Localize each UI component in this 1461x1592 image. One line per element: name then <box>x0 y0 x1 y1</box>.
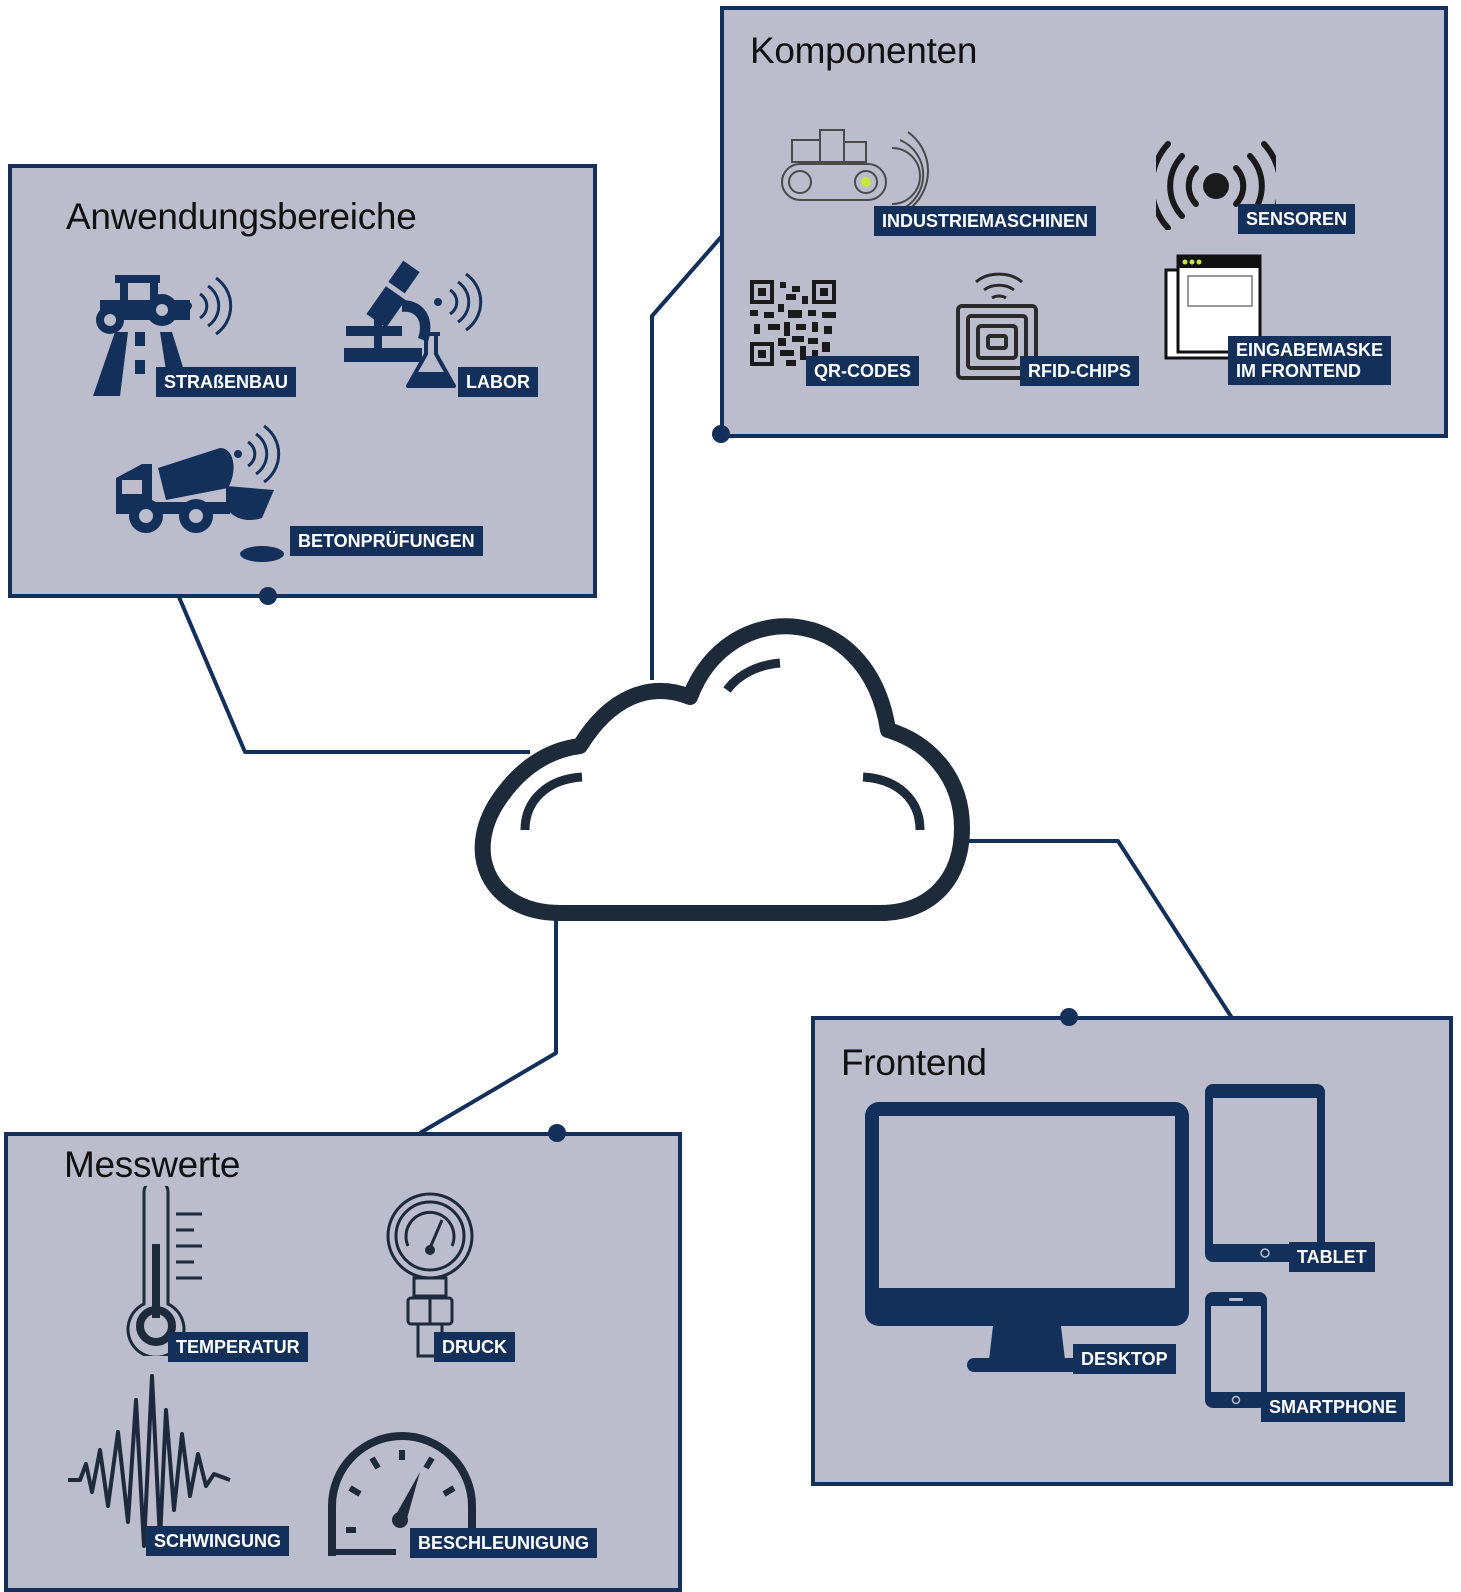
label-druck: DRUCK <box>434 1332 515 1362</box>
label-tablet: TABLET <box>1289 1242 1375 1272</box>
vibration-wave-icon <box>68 1374 231 1548</box>
panel-messwerte: Messwerte TEMPERATUR DRUCK SCHWINGUNG <box>4 1132 682 1592</box>
connector-dot <box>548 1124 566 1142</box>
concrete-mixer-icon <box>116 424 284 562</box>
speedometer-icon <box>328 1432 476 1556</box>
desktop-monitor-icon <box>865 1102 1189 1372</box>
label-eingabemaske-line2: IM FRONTEND <box>1236 361 1361 381</box>
connector-dot <box>712 425 730 443</box>
label-eingabemaske-line1: EINGABEMASKE <box>1236 340 1384 360</box>
label-beschleunigung: BESCHLEUNIGUNG <box>410 1528 598 1558</box>
thermometer-icon <box>126 1186 202 1356</box>
connector-komponenten <box>650 234 724 680</box>
label-strassenbau: STRAßENBAU <box>156 367 296 397</box>
smartphone-icon <box>1205 1292 1267 1408</box>
label-schwingung: SCHWINGUNG <box>146 1526 289 1556</box>
label-temperatur: TEMPERATUR <box>168 1332 308 1362</box>
panel-title: Messwerte <box>64 1144 241 1185</box>
panel-komponenten: Komponenten INDUSTRIEMASCHINEN SENSOREN <box>720 6 1448 438</box>
label-smartphone: SMARTPHONE <box>1261 1392 1406 1422</box>
panel-title: Komponenten <box>750 30 978 71</box>
connector-frontend <box>955 839 1234 1020</box>
connector-messwerte <box>418 915 558 1135</box>
panel-frontend: Frontend DESKTOP TABLET SMARTPHONE <box>811 1016 1453 1486</box>
panel-anwendungsbereiche: Anwendungsbereiche STRAßENBAU <box>8 164 597 598</box>
tablet-icon <box>1205 1084 1325 1262</box>
panel-title: Anwendungsbereiche <box>66 196 417 237</box>
label-eingabemaske: EINGABEMASKE IM FRONTEND <box>1228 336 1392 385</box>
flask-icon <box>406 332 456 388</box>
connector-anwendung <box>174 589 530 754</box>
conveyor-machine-icon <box>781 129 930 210</box>
connector-dot <box>1060 1008 1078 1026</box>
label-industriemaschinen: INDUSTRIEMASCHINEN <box>874 206 1097 236</box>
road-roller-icon <box>93 275 233 396</box>
qr-code-icon <box>750 280 836 366</box>
microscope-icon <box>344 260 483 362</box>
label-sensoren: SENSOREN <box>1238 204 1356 234</box>
label-qr-codes: QR-CODES <box>806 356 920 386</box>
rfid-chip-icon <box>956 272 1038 380</box>
sensor-icon <box>1156 141 1276 230</box>
label-betonpruefungen: BETONPRÜFUNGEN <box>290 526 483 556</box>
cloud-icon <box>474 618 970 921</box>
label-desktop: DESKTOP <box>1073 1344 1176 1374</box>
panel-title: Frontend <box>841 1042 987 1083</box>
label-labor: LABOR <box>458 367 538 397</box>
label-rfid-chips: RFID-CHIPS <box>1020 356 1139 386</box>
connector-dot <box>259 587 277 605</box>
